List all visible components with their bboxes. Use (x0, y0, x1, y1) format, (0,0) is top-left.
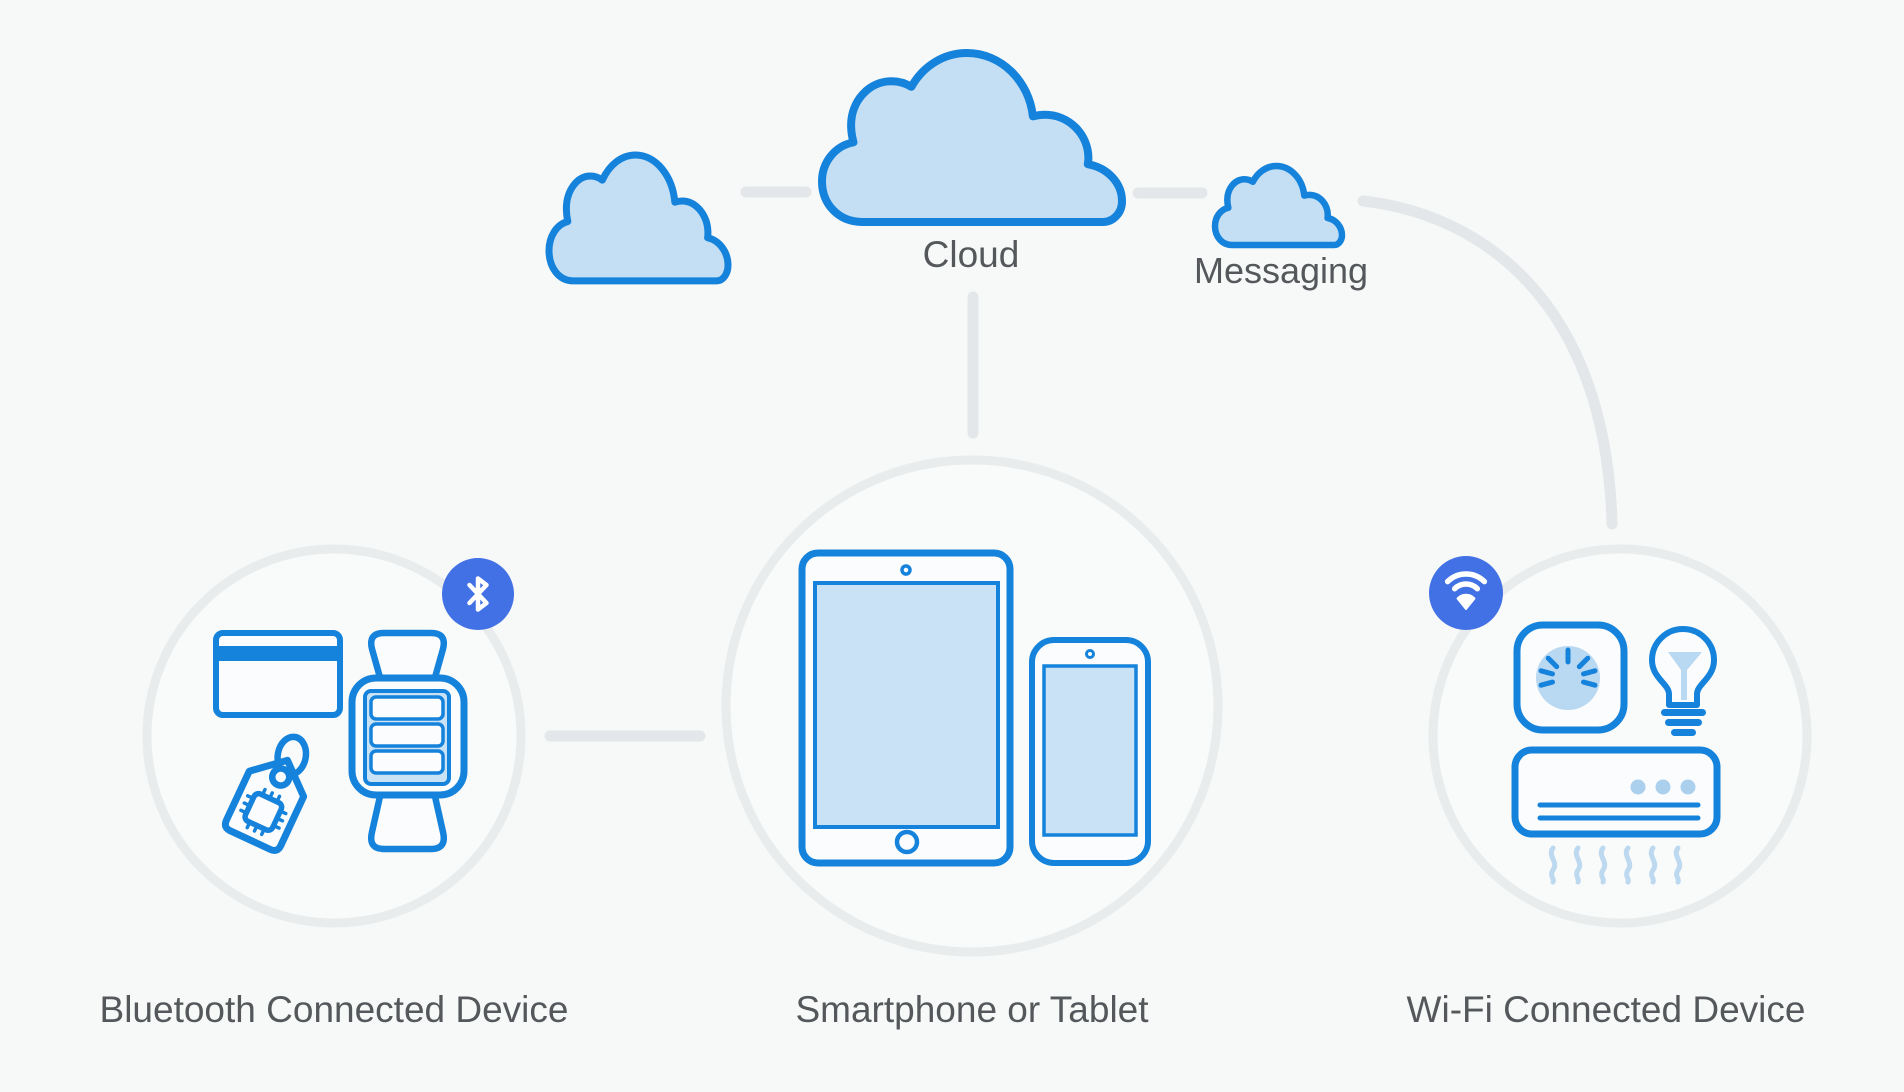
bulb-filament (1668, 652, 1702, 700)
smartwatch-icon (348, 629, 468, 853)
tablet-home-button (894, 829, 920, 855)
credit-card-icon (213, 630, 343, 718)
bluetooth-icon (467, 576, 489, 612)
smartphone-icon (1029, 637, 1151, 866)
wifi-device-label: Wi-Fi Connected Device (1407, 989, 1806, 1030)
messaging-to-wifi-arc (1357, 195, 1618, 530)
phone-camera-dot (1085, 649, 1095, 659)
light-bulb-icon (1649, 626, 1717, 736)
air-conditioner-icon (1511, 746, 1721, 838)
small-cloud-icon (549, 155, 728, 281)
tablet-camera-dot (900, 564, 912, 576)
smart-plug-icon (1513, 621, 1628, 734)
airflow-icon (1548, 845, 1683, 885)
bluetooth-badge (442, 558, 514, 630)
dial-ticks (1538, 647, 1598, 688)
cloud-label: Cloud (923, 234, 1020, 275)
bluetooth-device-label: Bluetooth Connected Device (100, 989, 569, 1030)
nfc-tag-icon (221, 733, 310, 854)
messaging-label: Messaging (1194, 250, 1368, 291)
messaging-cloud-icon (1215, 166, 1342, 245)
wifi-badge (1429, 556, 1503, 630)
cloud-icon (822, 53, 1122, 222)
mobile-device-label: Smartphone or Tablet (795, 989, 1149, 1030)
wifi-icon (1444, 571, 1488, 610)
tablet-icon (798, 549, 1014, 867)
